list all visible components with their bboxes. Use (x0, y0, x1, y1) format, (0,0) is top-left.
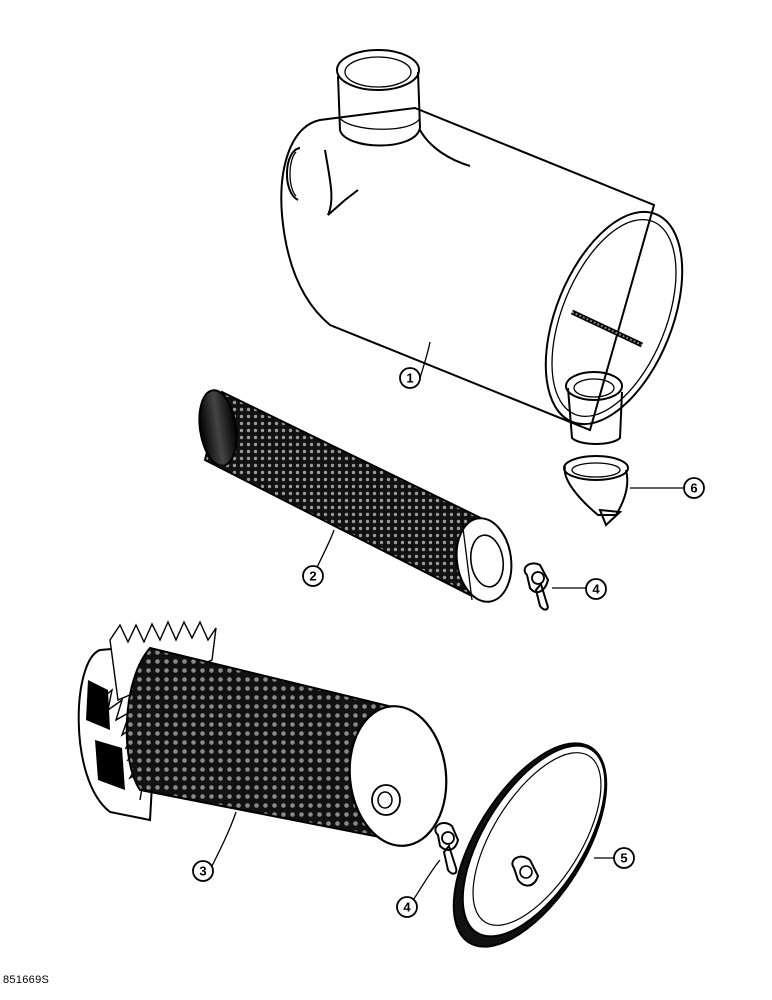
callout-4-upper: 4 (585, 578, 607, 600)
callout-1: 1 (399, 367, 421, 389)
wing-nut-part-4-lower (434, 822, 460, 875)
svg-text:6: 6 (690, 481, 697, 496)
callout-4-lower: 4 (396, 896, 418, 918)
svg-text:4: 4 (592, 582, 600, 597)
svg-text:3: 3 (199, 864, 206, 879)
callout-3: 3 (192, 860, 214, 882)
dust-valve-part-6 (563, 455, 629, 527)
figure-id: 851669S (3, 974, 50, 986)
outer-filter-part-3 (77, 620, 448, 847)
inner-filter-part-2 (198, 389, 513, 603)
callout-2: 2 (302, 565, 324, 587)
cover-part-5 (452, 742, 608, 948)
housing-part-1 (280, 49, 684, 445)
svg-text:5: 5 (620, 851, 627, 866)
svg-text:1: 1 (406, 371, 413, 386)
callout-5: 5 (613, 847, 635, 869)
svg-text:2: 2 (309, 569, 316, 584)
svg-text:4: 4 (403, 900, 411, 915)
wing-nut-part-4-upper (523, 562, 550, 611)
callout-6: 6 (683, 477, 705, 499)
